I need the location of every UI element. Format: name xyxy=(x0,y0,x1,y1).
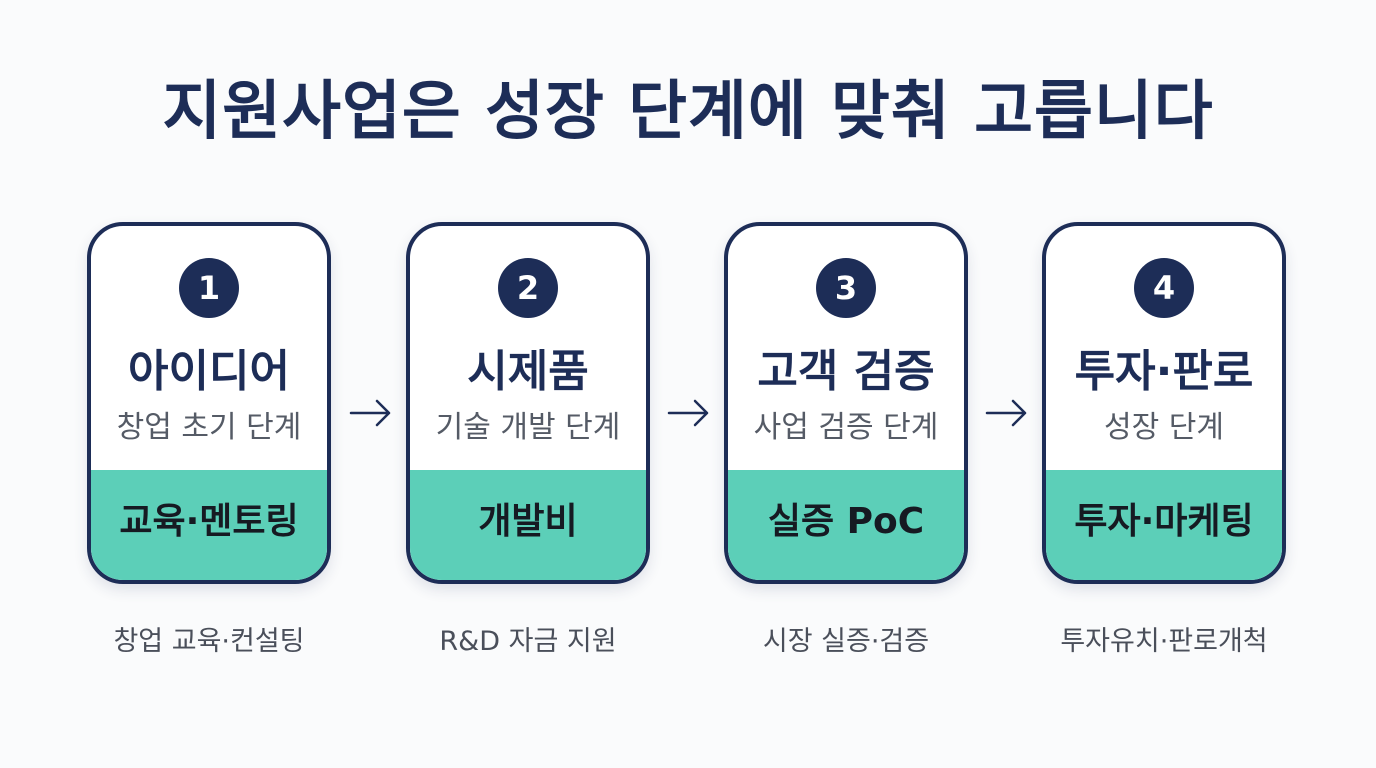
page-title: 지원사업은 성장 단계에 맞춰 고릅니다 xyxy=(162,75,1214,149)
stage-caption-3: 시장 실증·검증 xyxy=(762,626,930,657)
stage-description: 기술 개발 단계 xyxy=(435,410,621,445)
stage-name: 시제품 xyxy=(467,346,589,397)
support-type-band: 실증 PoC xyxy=(728,470,964,580)
stage-description: 성장 단계 xyxy=(1104,410,1224,445)
stage-card-1: 1 아이디어 창업 초기 단계 교육·멘토링 xyxy=(87,222,331,584)
stage-card-header: 4 투자·판로 성장 단계 xyxy=(1046,226,1282,474)
stage-card-4: 4 투자·판로 성장 단계 투자·마케팅 xyxy=(1042,222,1286,584)
stage-caption-2: R&D 자금 지원 xyxy=(439,626,617,657)
arrow-right-icon xyxy=(667,399,709,427)
step-number-badge: 2 xyxy=(498,258,558,318)
support-type-band: 개발비 xyxy=(410,470,646,580)
arrow-right-icon xyxy=(985,399,1027,427)
support-type: 실증 PoC xyxy=(767,501,925,542)
stage-card-3: 3 고객 검증 사업 검증 단계 실증 PoC xyxy=(724,222,968,584)
step-number-badge: 4 xyxy=(1134,258,1194,318)
support-type: 투자·마케팅 xyxy=(1074,501,1254,542)
stage-description: 창업 초기 단계 xyxy=(116,410,302,445)
stage-caption-1: 창업 교육·컨설팅 xyxy=(113,626,305,657)
stage-name: 고객 검증 xyxy=(757,346,935,397)
arrow-right-icon xyxy=(349,399,391,427)
step-number-badge: 1 xyxy=(179,258,239,318)
stage-card-header: 1 아이디어 창업 초기 단계 xyxy=(91,226,327,474)
stage-description: 사업 검증 단계 xyxy=(753,410,939,445)
stage-card-2: 2 시제품 기술 개발 단계 개발비 xyxy=(406,222,650,584)
support-type-band: 교육·멘토링 xyxy=(91,470,327,580)
stage-name: 아이디어 xyxy=(128,346,290,397)
support-type: 교육·멘토링 xyxy=(119,501,299,542)
support-type: 개발비 xyxy=(478,501,578,542)
stage-card-header: 3 고객 검증 사업 검증 단계 xyxy=(728,226,964,474)
support-type-band: 투자·마케팅 xyxy=(1046,470,1282,580)
stage-caption-4: 투자유치·판로개척 xyxy=(1060,626,1268,657)
stage-card-header: 2 시제품 기술 개발 단계 xyxy=(410,226,646,474)
stage-name: 투자·판로 xyxy=(1074,346,1254,397)
step-number-badge: 3 xyxy=(816,258,876,318)
